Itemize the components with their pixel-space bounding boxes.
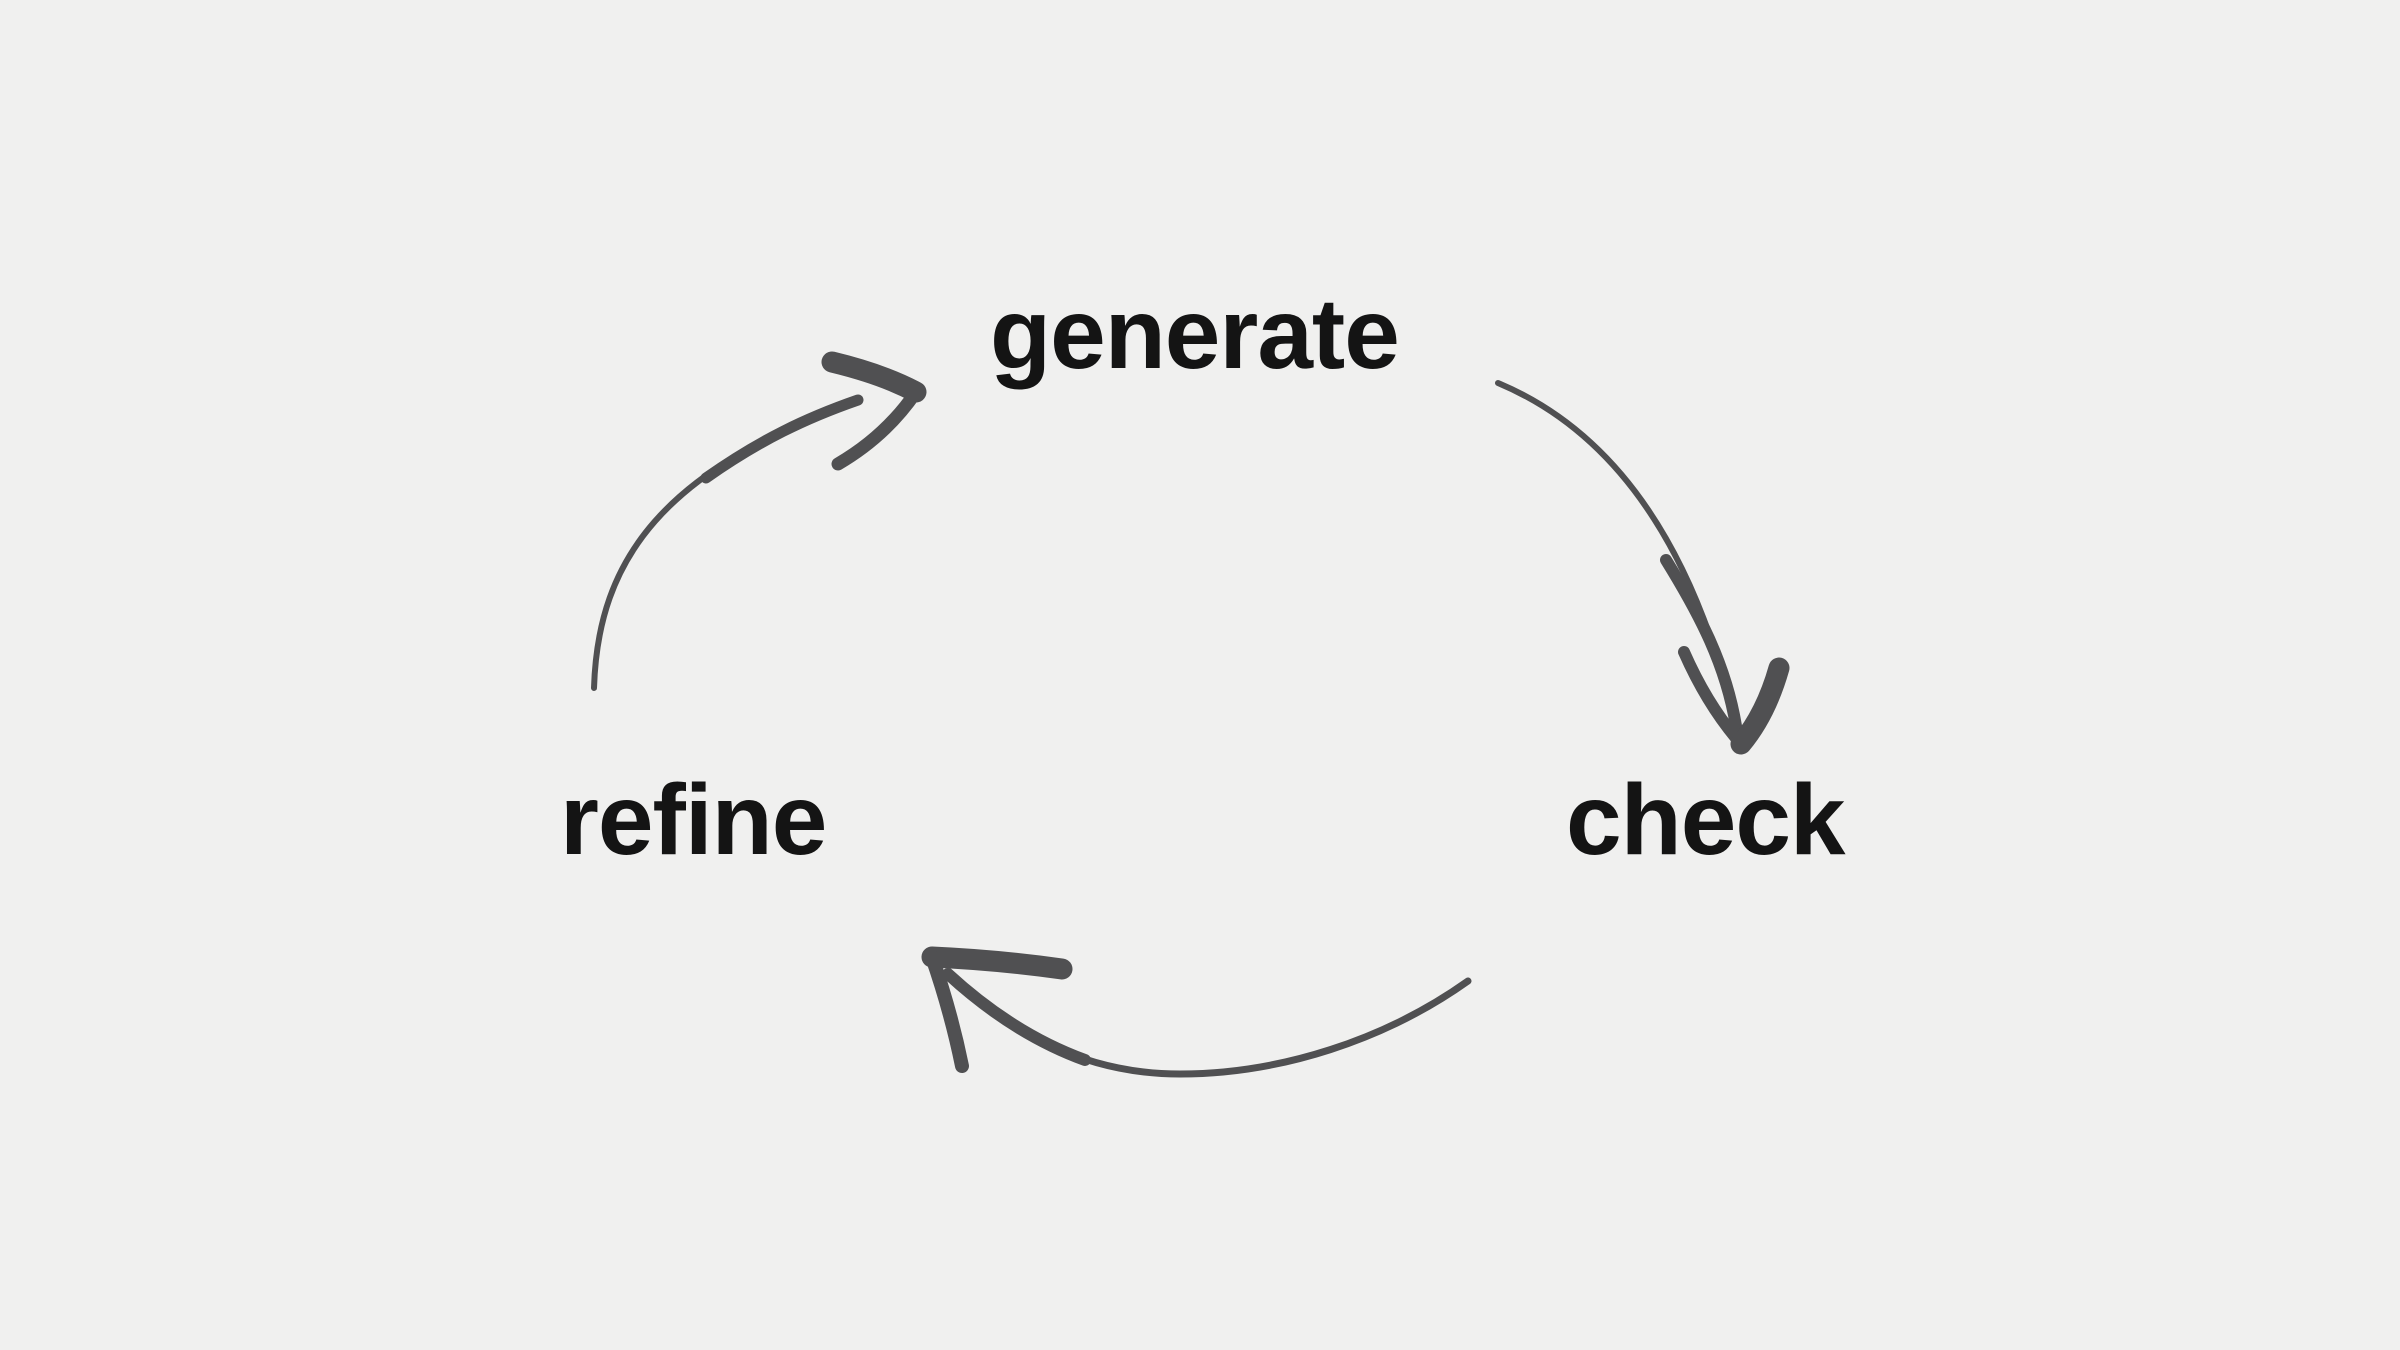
arrow-refine-to-generate bbox=[591, 351, 927, 691]
node-label-generate: generate bbox=[990, 278, 1400, 390]
node-label-refine: refine bbox=[560, 764, 827, 876]
arrow-generate-to-check bbox=[1495, 380, 1790, 755]
arrow-check-to-refine bbox=[921, 946, 1472, 1078]
node-label-check: check bbox=[1566, 764, 1846, 876]
